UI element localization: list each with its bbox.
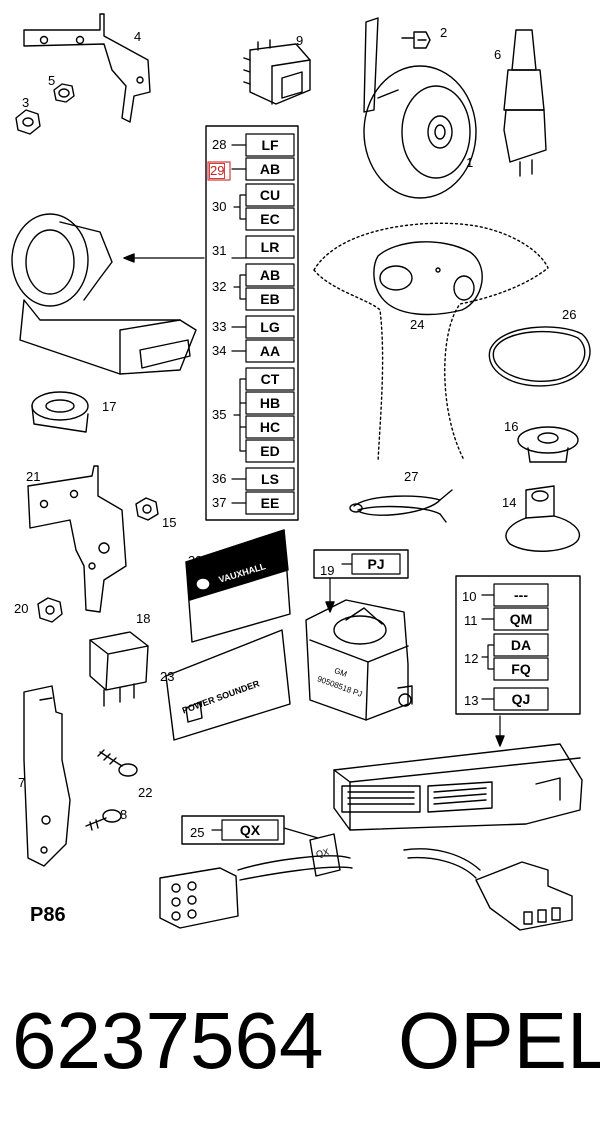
callout-8: 8 bbox=[120, 807, 128, 822]
code-32-b: EB bbox=[260, 291, 280, 307]
code-31: LR bbox=[260, 239, 280, 255]
callout-18: 18 bbox=[136, 611, 151, 626]
code-34: AA bbox=[259, 343, 281, 359]
callout-6: 6 bbox=[494, 47, 502, 62]
callout-21: 21 bbox=[26, 469, 41, 484]
callout-36: 36 bbox=[212, 471, 227, 486]
label-part-23 bbox=[165, 629, 291, 741]
steering-wheel-part-24 bbox=[313, 222, 549, 463]
lock-module-assembly bbox=[11, 213, 197, 375]
code-30-b: EC bbox=[260, 211, 280, 227]
callout-16: 16 bbox=[504, 419, 519, 434]
bracket-part-21 bbox=[27, 465, 127, 613]
callout-32: 32 bbox=[212, 279, 227, 294]
code-35-c: HC bbox=[259, 419, 281, 435]
nut-part-20 bbox=[37, 597, 63, 623]
nut-part-5 bbox=[53, 83, 75, 103]
code-35-a: CT bbox=[260, 371, 280, 387]
nut-part-3 bbox=[15, 109, 41, 135]
code-10: --- bbox=[514, 587, 528, 603]
callout-33: 33 bbox=[212, 319, 227, 334]
page-reference: P86 bbox=[30, 904, 66, 926]
nut-part-15 bbox=[135, 497, 159, 521]
sounder-code-frame bbox=[313, 549, 409, 579]
screw-part-8 bbox=[85, 809, 122, 831]
code-32-a: AB bbox=[259, 267, 281, 283]
callout-4: 4 bbox=[134, 29, 142, 44]
callout-38: 38 bbox=[188, 553, 203, 568]
bolt-part-2 bbox=[401, 31, 431, 49]
sounder-part-19 bbox=[305, 599, 413, 721]
code-35-b: HB bbox=[259, 395, 281, 411]
callout-29-highlighted: 29 bbox=[208, 163, 226, 179]
callout-27: 27 bbox=[404, 469, 419, 484]
codes-column-frame bbox=[205, 125, 299, 521]
callout-26: 26 bbox=[562, 307, 577, 322]
code-19: PJ bbox=[367, 556, 385, 572]
label-part-38 bbox=[185, 529, 291, 643]
code-28: LF bbox=[261, 137, 279, 153]
callout-24: 24 bbox=[410, 317, 425, 332]
callout-10: 10 bbox=[462, 589, 477, 604]
callout-23: 23 bbox=[160, 669, 175, 684]
callout-9: 9 bbox=[296, 33, 304, 48]
callout-34: 34 bbox=[212, 343, 227, 358]
screw-part-22 bbox=[97, 749, 138, 777]
harness-code-frame bbox=[181, 815, 285, 845]
callout-35: 35 bbox=[212, 407, 227, 422]
code-29: AB bbox=[259, 161, 281, 177]
code-33: LG bbox=[260, 319, 280, 335]
relay-part-18 bbox=[89, 631, 149, 707]
pointer-to-harness-tag bbox=[283, 827, 319, 839]
code-25: QX bbox=[239, 822, 261, 838]
code-12-a: DA bbox=[510, 637, 532, 653]
callout-37: 37 bbox=[212, 495, 227, 510]
callout-7: 7 bbox=[18, 775, 26, 790]
callout-28: 28 bbox=[212, 137, 227, 152]
control-unit bbox=[333, 743, 583, 831]
plug-part-6 bbox=[503, 29, 547, 177]
horn-part-1 bbox=[363, 17, 477, 199]
callout-14: 14 bbox=[502, 495, 517, 510]
callout-19: 19 bbox=[320, 563, 335, 578]
wiring-harness-part-25 bbox=[159, 833, 573, 931]
callout-22: 22 bbox=[138, 785, 153, 800]
callout-11: 11 bbox=[464, 613, 478, 628]
brand-name: OPEL bbox=[398, 996, 600, 1085]
callout-15: 15 bbox=[162, 515, 177, 530]
code-35-d: ED bbox=[260, 443, 280, 459]
control-unit-code-frame bbox=[455, 575, 581, 715]
callout-25: 25 bbox=[190, 825, 205, 840]
code-36: LS bbox=[261, 471, 279, 487]
wire-lead-part-27 bbox=[349, 489, 453, 523]
callout-20: 20 bbox=[14, 601, 29, 616]
code-boxes bbox=[207, 133, 295, 515]
code-30-a: CU bbox=[259, 187, 281, 203]
callout-30: 30 bbox=[212, 199, 227, 214]
code-13: QJ bbox=[511, 691, 531, 707]
callout-3: 3 bbox=[22, 95, 30, 110]
bracket-part-4 bbox=[23, 13, 151, 123]
tape-roll-part-17 bbox=[31, 391, 89, 433]
part-number: 6237564 bbox=[12, 996, 324, 1085]
switch-part-9 bbox=[243, 39, 311, 105]
insert-part-14 bbox=[505, 485, 581, 552]
strap-part-7 bbox=[23, 685, 71, 867]
callout-1: 1 bbox=[466, 155, 474, 170]
code-37: EE bbox=[260, 495, 280, 511]
horn-pad-part-24 bbox=[373, 241, 483, 316]
code-11: QM bbox=[509, 611, 533, 627]
callout-31: 31 bbox=[212, 243, 227, 258]
callout-17: 17 bbox=[102, 399, 117, 414]
code-12-b: FQ bbox=[511, 661, 531, 677]
o-ring-part-26 bbox=[488, 326, 591, 387]
callout-2: 2 bbox=[440, 25, 448, 40]
grommet-part-16 bbox=[517, 426, 579, 463]
callout-5: 5 bbox=[48, 73, 56, 88]
callout-12: 12 bbox=[464, 651, 479, 666]
callout-13: 13 bbox=[464, 693, 479, 708]
